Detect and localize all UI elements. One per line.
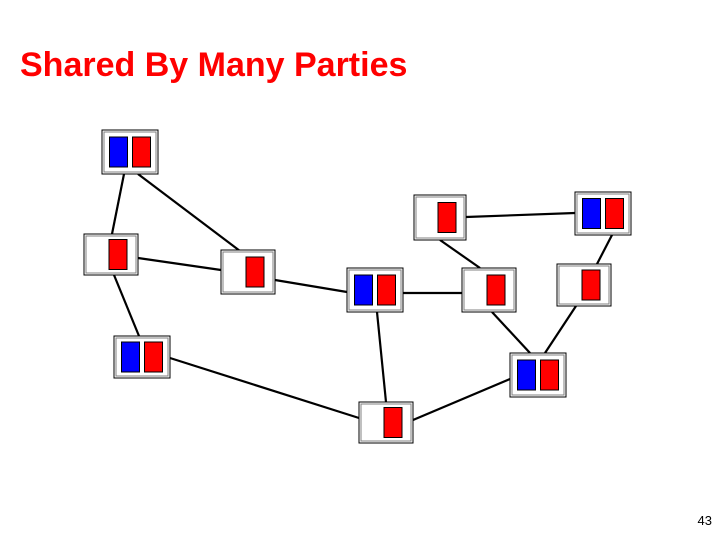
blue-block	[354, 274, 373, 306]
edge-n10-n11	[544, 305, 577, 354]
edge-n2-n4	[137, 256, 222, 272]
node-n6	[358, 401, 414, 444]
red-block	[486, 274, 506, 306]
red-block	[437, 202, 457, 233]
nodes-layer	[83, 129, 632, 444]
edges-layer	[110, 173, 613, 422]
edge-n9-n10	[596, 234, 613, 265]
node-n10	[556, 263, 612, 307]
node-n7	[413, 194, 467, 241]
edge-n4-n5	[274, 278, 348, 294]
red-block	[245, 256, 265, 288]
node-n11	[509, 352, 567, 398]
red-block	[377, 274, 396, 306]
node-n3	[113, 335, 171, 379]
red-block	[108, 239, 128, 270]
node-n4	[220, 249, 276, 295]
edge-n6-n11	[412, 377, 511, 422]
edge-n3-n6	[169, 356, 360, 420]
red-block	[540, 359, 559, 391]
blue-block	[109, 136, 128, 168]
node-n5	[346, 267, 404, 313]
node-n1	[101, 129, 159, 175]
red-block	[144, 341, 163, 373]
red-block	[132, 136, 151, 168]
slide-title: Shared By Many Parties	[20, 46, 408, 84]
edge-n2-n3	[112, 274, 141, 337]
edge-n1-n4	[137, 173, 241, 252]
edge-n7-n9	[465, 211, 576, 219]
node-n8	[461, 267, 517, 313]
edge-n1-n2	[110, 173, 126, 235]
red-block	[605, 198, 624, 229]
page-number: 43	[697, 513, 712, 528]
blue-block	[582, 198, 601, 229]
edge-n8-n11	[491, 311, 531, 354]
blue-block	[121, 341, 140, 373]
blue-block	[517, 359, 536, 391]
edge-n5-n6	[375, 311, 388, 403]
edge-n7-n8	[439, 239, 481, 269]
node-n9	[574, 191, 632, 236]
red-block	[383, 407, 403, 438]
red-block	[581, 269, 601, 301]
node-n2	[83, 233, 139, 276]
